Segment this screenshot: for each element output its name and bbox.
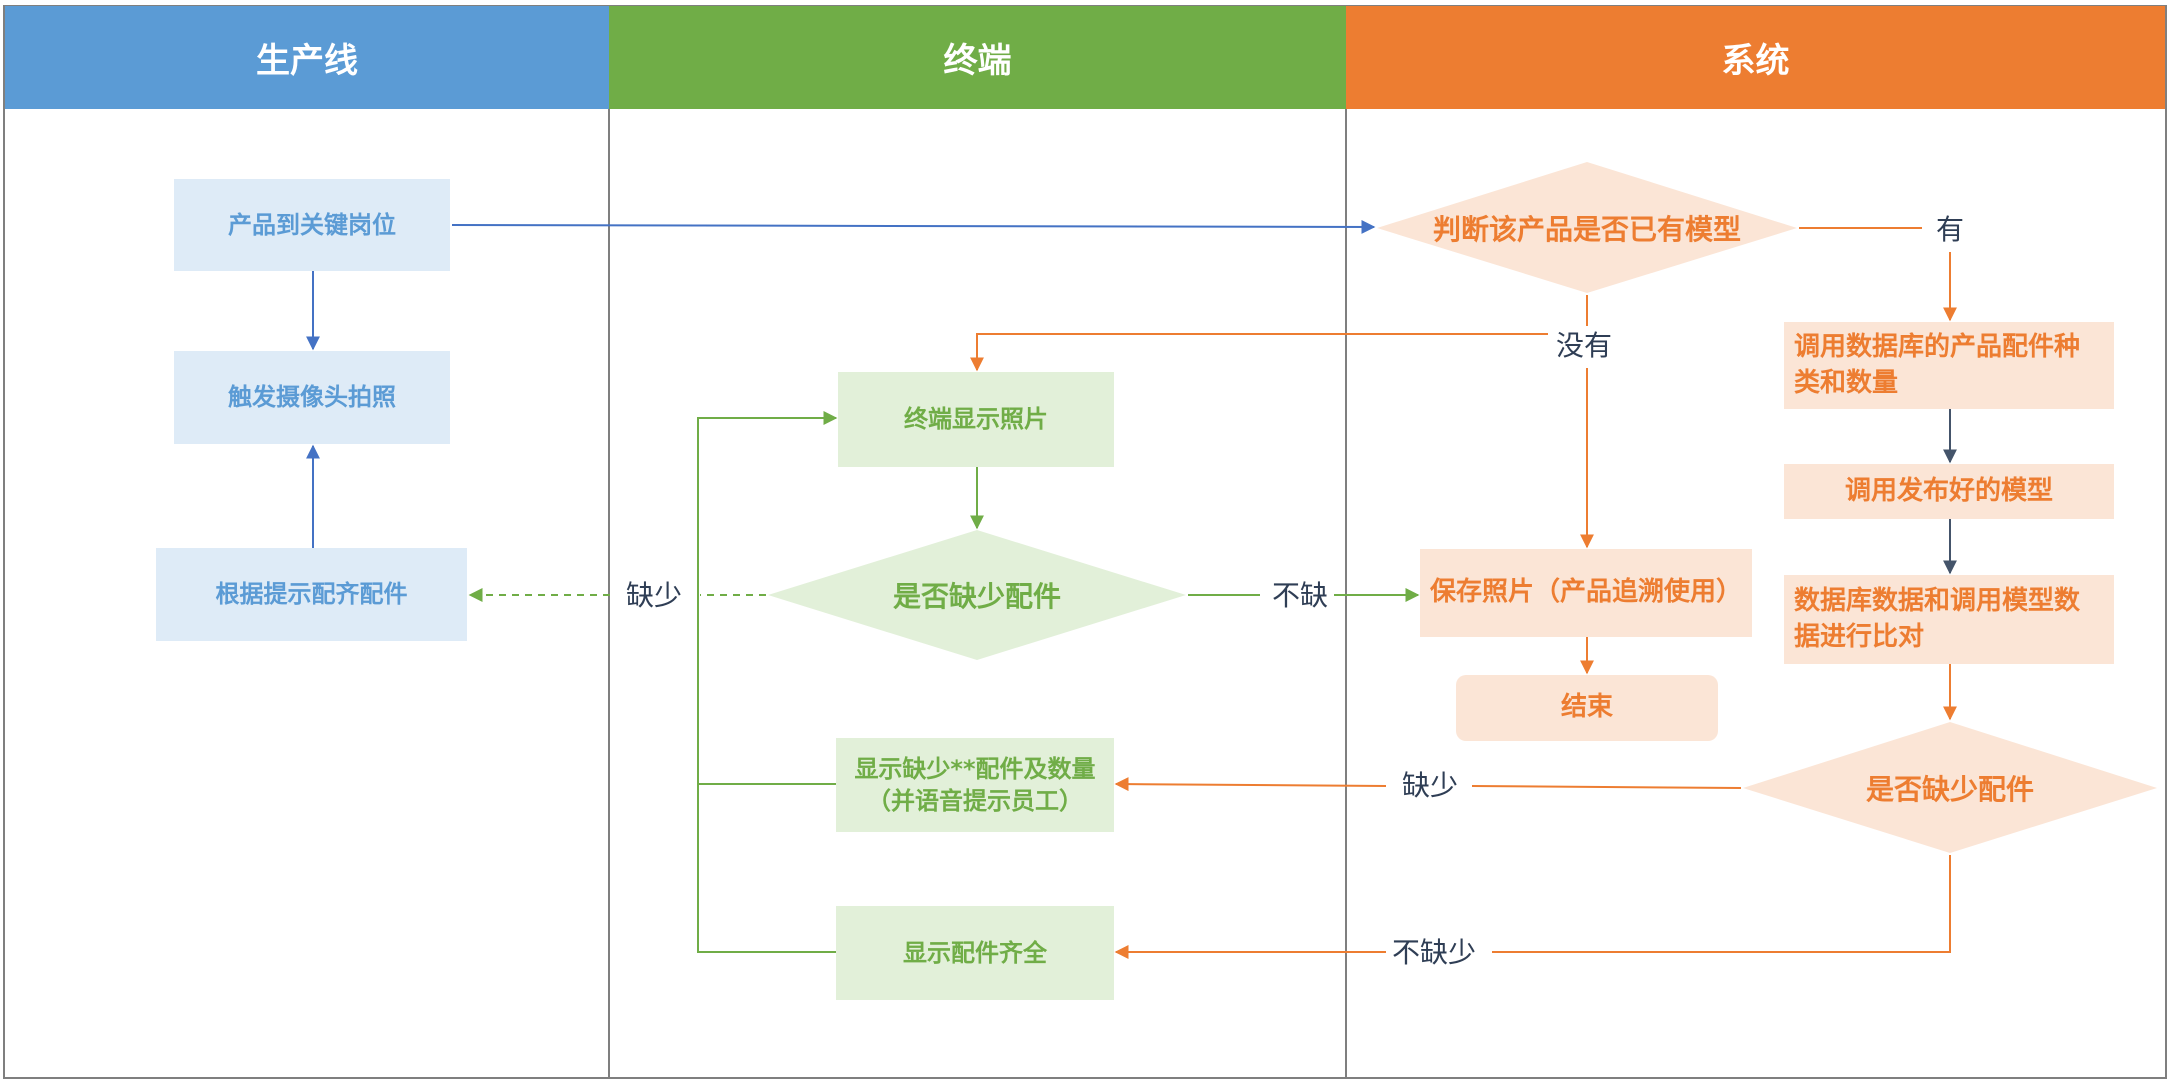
node-terminal-show-photo: 终端显示照片: [838, 372, 1114, 467]
node-trigger-camera: 触发摄像头拍照: [174, 351, 450, 444]
diamond-system-missing: [1743, 722, 2157, 853]
diamond-has-model: [1377, 162, 1797, 293]
lane-header-system: 系统: [1346, 6, 2165, 109]
arrow-missing-sys-to-show: [1114, 777, 1387, 792]
lane-header-terminal: 终端: [609, 6, 1346, 109]
arrow-nothas-to-photo: [970, 333, 1548, 372]
diamond-missing-parts: [768, 530, 1186, 660]
node-end: 结束: [1456, 675, 1718, 741]
node-show-complete: 显示配件齐全: [836, 906, 1114, 1000]
line-complete-to-loop: [697, 784, 836, 953]
line-decision-to-missing-sys: [1471, 785, 1742, 789]
node-complete-parts: 根据提示配齐配件: [156, 548, 467, 641]
node-has-model-decision: 判断该产品是否已有模型: [1432, 213, 1741, 246]
node-call-model: 调用发布好的模型: [1784, 464, 2114, 519]
label-not-has: 没有: [1550, 328, 1619, 364]
node-show-missing: 显示缺少**配件及数量 （并语音提示员工）: [836, 738, 1114, 832]
arrow-arrive-to-judge: [451, 219, 1376, 234]
label-missing-system: 缺少: [1396, 768, 1465, 804]
label-has: 有: [1930, 212, 1971, 248]
arrow-feedback-loop: [697, 411, 838, 785]
lane-header-production: 生产线: [5, 6, 609, 109]
node-product-arrive: 产品到关键岗位: [174, 179, 450, 271]
node-missing-parts-decision: 是否缺少配件: [892, 580, 1061, 613]
node-compare: 数据库数据和调用模型数据进行比对: [1784, 575, 2114, 664]
node-save-photo: 保存照片（产品追溯使用）: [1420, 549, 1752, 637]
label-not-missing-system: 不缺少: [1386, 935, 1483, 971]
node-system-missing-decision: 是否缺少配件: [1865, 773, 2034, 806]
label-not-missing: 不缺: [1266, 578, 1335, 614]
node-call-db: 调用数据库的产品配件种类和数量: [1784, 322, 2114, 409]
label-missing: 缺少: [620, 578, 689, 614]
line-decision-to-notmissing-sys: [1492, 855, 1951, 953]
